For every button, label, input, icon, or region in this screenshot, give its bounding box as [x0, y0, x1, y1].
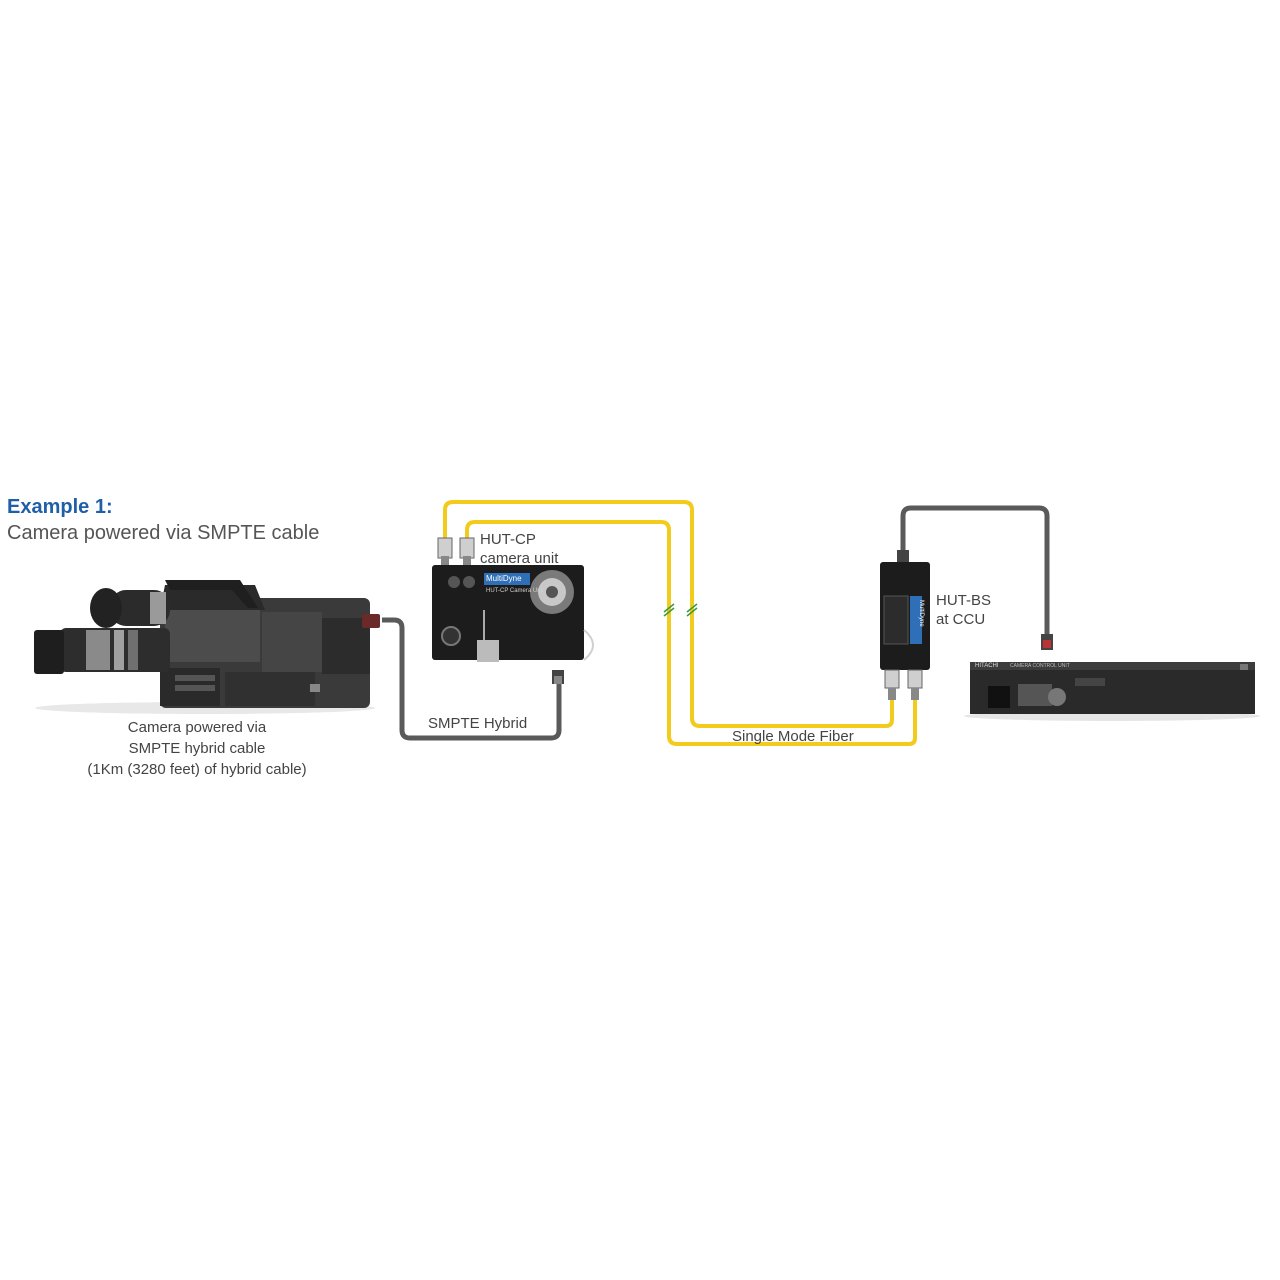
- page-title: Example 1:: [7, 496, 113, 518]
- camera-caption-line3: (1Km (3280 feet) of hybrid cable): [87, 761, 307, 778]
- fiber-cable-outer: [443, 500, 894, 728]
- camera-caption-line1: Camera powered via: [127, 719, 267, 736]
- fiber-break-marks: [663, 603, 698, 617]
- hut-cp-brand-badge: MultiDyne: [486, 574, 522, 583]
- hut-cp-label: HUT-CP camera unit: [480, 530, 558, 568]
- hut-cp-model-text: HUT-CP Camera Unit: [486, 588, 544, 594]
- camera-caption-line2: SMPTE hybrid cable: [128, 740, 266, 757]
- broadcast-camera: [34, 580, 380, 714]
- smpte-hybrid-label: SMPTE Hybrid: [428, 715, 528, 732]
- hut-cp-label-line2: camera unit: [480, 550, 559, 567]
- hut-bs-device: [880, 550, 930, 700]
- smpte-hybrid-cable: [382, 617, 562, 741]
- hut-bs-brand-badge: MultiDyne: [918, 600, 924, 627]
- hut-bs-label-line2: at CCU: [936, 611, 986, 628]
- hut-bs-label: HUT-BS at CCU: [936, 591, 991, 629]
- ccu-brand: HITACHI: [975, 663, 999, 669]
- ccu-panel-text: CAMERA CONTROL UNIT: [1010, 663, 1070, 669]
- hut-bs-label-line1: HUT-BS: [936, 592, 992, 609]
- ccu-link-cable: [900, 505, 1050, 634]
- ccu-rack-unit: [964, 634, 1260, 721]
- fiber-cable-inner: [465, 520, 917, 746]
- hut-cp-label-line1: HUT-CP: [480, 531, 536, 548]
- camera-caption: Camera powered via SMPTE hybrid cable (1…: [57, 717, 337, 780]
- hut-cp-device: [432, 537, 594, 684]
- single-mode-fiber-label: Single Mode Fiber: [732, 728, 854, 745]
- page-subtitle: Camera powered via SMPTE cable: [7, 522, 320, 544]
